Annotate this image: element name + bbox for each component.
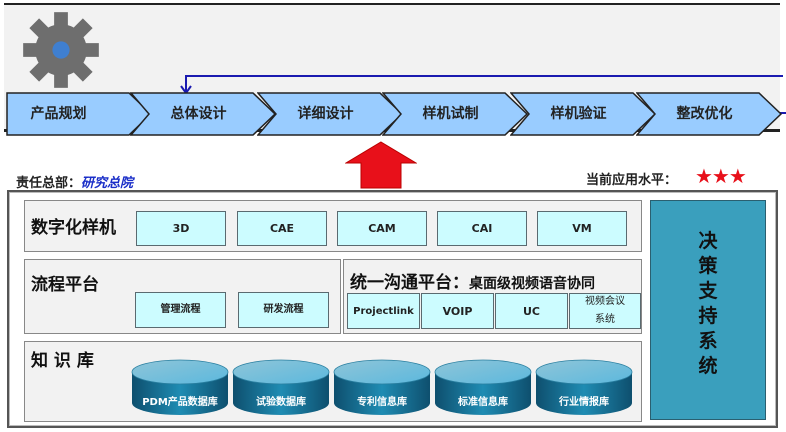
process-step-label: 详细设计: [297, 106, 354, 122]
process-step-label: 样机试制: [422, 106, 479, 122]
process-platform-title: 流程平台: [31, 275, 99, 295]
up-arrow-icon: [345, 141, 417, 189]
knowledge-base-title: 知 识 库: [31, 351, 94, 371]
dp-item-3d: 3D: [136, 211, 226, 246]
dss-char: 持: [698, 305, 718, 327]
process-step-label: 总体设计: [170, 106, 227, 122]
communication-platform-title-text: 统一沟通平台：: [350, 273, 469, 293]
process-step-chevron: [6, 92, 153, 136]
application-level-label: 当前应用水平：: [586, 173, 678, 188]
responsibility-value: 研究总院: [81, 176, 134, 191]
dp-item-vm: VM: [537, 211, 627, 246]
cp-item-video-conference: 视频会议 系统: [569, 293, 641, 329]
dss-char: 统: [698, 355, 718, 377]
dss-char: 策: [698, 255, 718, 277]
dp-item-cai: CAI: [437, 211, 527, 246]
process-step-label: 整改优化: [676, 106, 733, 122]
pp-item-rd-process: 研发流程: [238, 292, 329, 328]
communication-platform-subtitle: 桌面级视频语音协同: [469, 276, 595, 292]
responsibility-label: 责任总部：研究总院: [16, 172, 133, 191]
process-step-chevron: [382, 92, 529, 136]
database-label: 专利信息库: [357, 397, 407, 408]
database-label: 标准信息库: [458, 397, 508, 408]
responsibility-label-text: 责任总部：: [16, 176, 82, 191]
cp-item-video-conference-line1: 视频会议: [585, 296, 625, 307]
database-cylinder: [333, 359, 431, 415]
dss-char: 支: [698, 280, 718, 302]
dp-item-cam: CAM: [337, 211, 427, 246]
process-step-chevron: [636, 92, 783, 136]
database-label: 试验数据库: [256, 397, 306, 408]
database-cylinder: [232, 359, 330, 415]
band-top-border: [4, 3, 780, 5]
star-rating: ★★★: [695, 164, 747, 188]
process-step-chevron: [130, 92, 277, 136]
cp-item-video-conference-line2: 系统: [595, 314, 615, 325]
database-cylinder: [434, 359, 532, 415]
gear-icon: [23, 12, 99, 88]
process-step-label: 样机验证: [550, 106, 607, 122]
dss-char: 决: [698, 230, 718, 252]
process-step-chevron: [257, 92, 404, 136]
communication-platform-panel: 统一沟通平台：桌面级视频语音协同 Projectlink VOIP UC 视频会…: [343, 259, 642, 334]
dp-item-cae: CAE: [237, 211, 327, 246]
cp-item-voip: VOIP: [421, 293, 494, 329]
communication-platform-title: 统一沟通平台：桌面级视频语音协同: [350, 268, 595, 293]
process-platform-panel: 流程平台 管理流程 研发流程: [24, 259, 341, 334]
decision-support-system: 决 策 支 持 系 统: [650, 200, 766, 420]
decision-support-label: 决 策 支 持 系 统: [651, 229, 765, 379]
cp-item-projectlink: Projectlink: [347, 293, 420, 329]
database-label: 行业情报库: [559, 397, 609, 408]
database-label: PDM产品数据库: [142, 397, 218, 408]
process-step-label: 产品规划: [30, 106, 87, 122]
database-cylinder: [131, 359, 229, 415]
database-cylinder: [535, 359, 633, 415]
pp-item-management-process: 管理流程: [135, 292, 226, 328]
cp-item-uc: UC: [495, 293, 568, 329]
digital-prototype-panel: 数字化样机 3D CAE CAM CAI VM: [24, 200, 642, 252]
dss-char: 系: [698, 330, 718, 352]
digital-prototype-title: 数字化样机: [31, 218, 116, 238]
process-step-chevron: [510, 92, 657, 136]
